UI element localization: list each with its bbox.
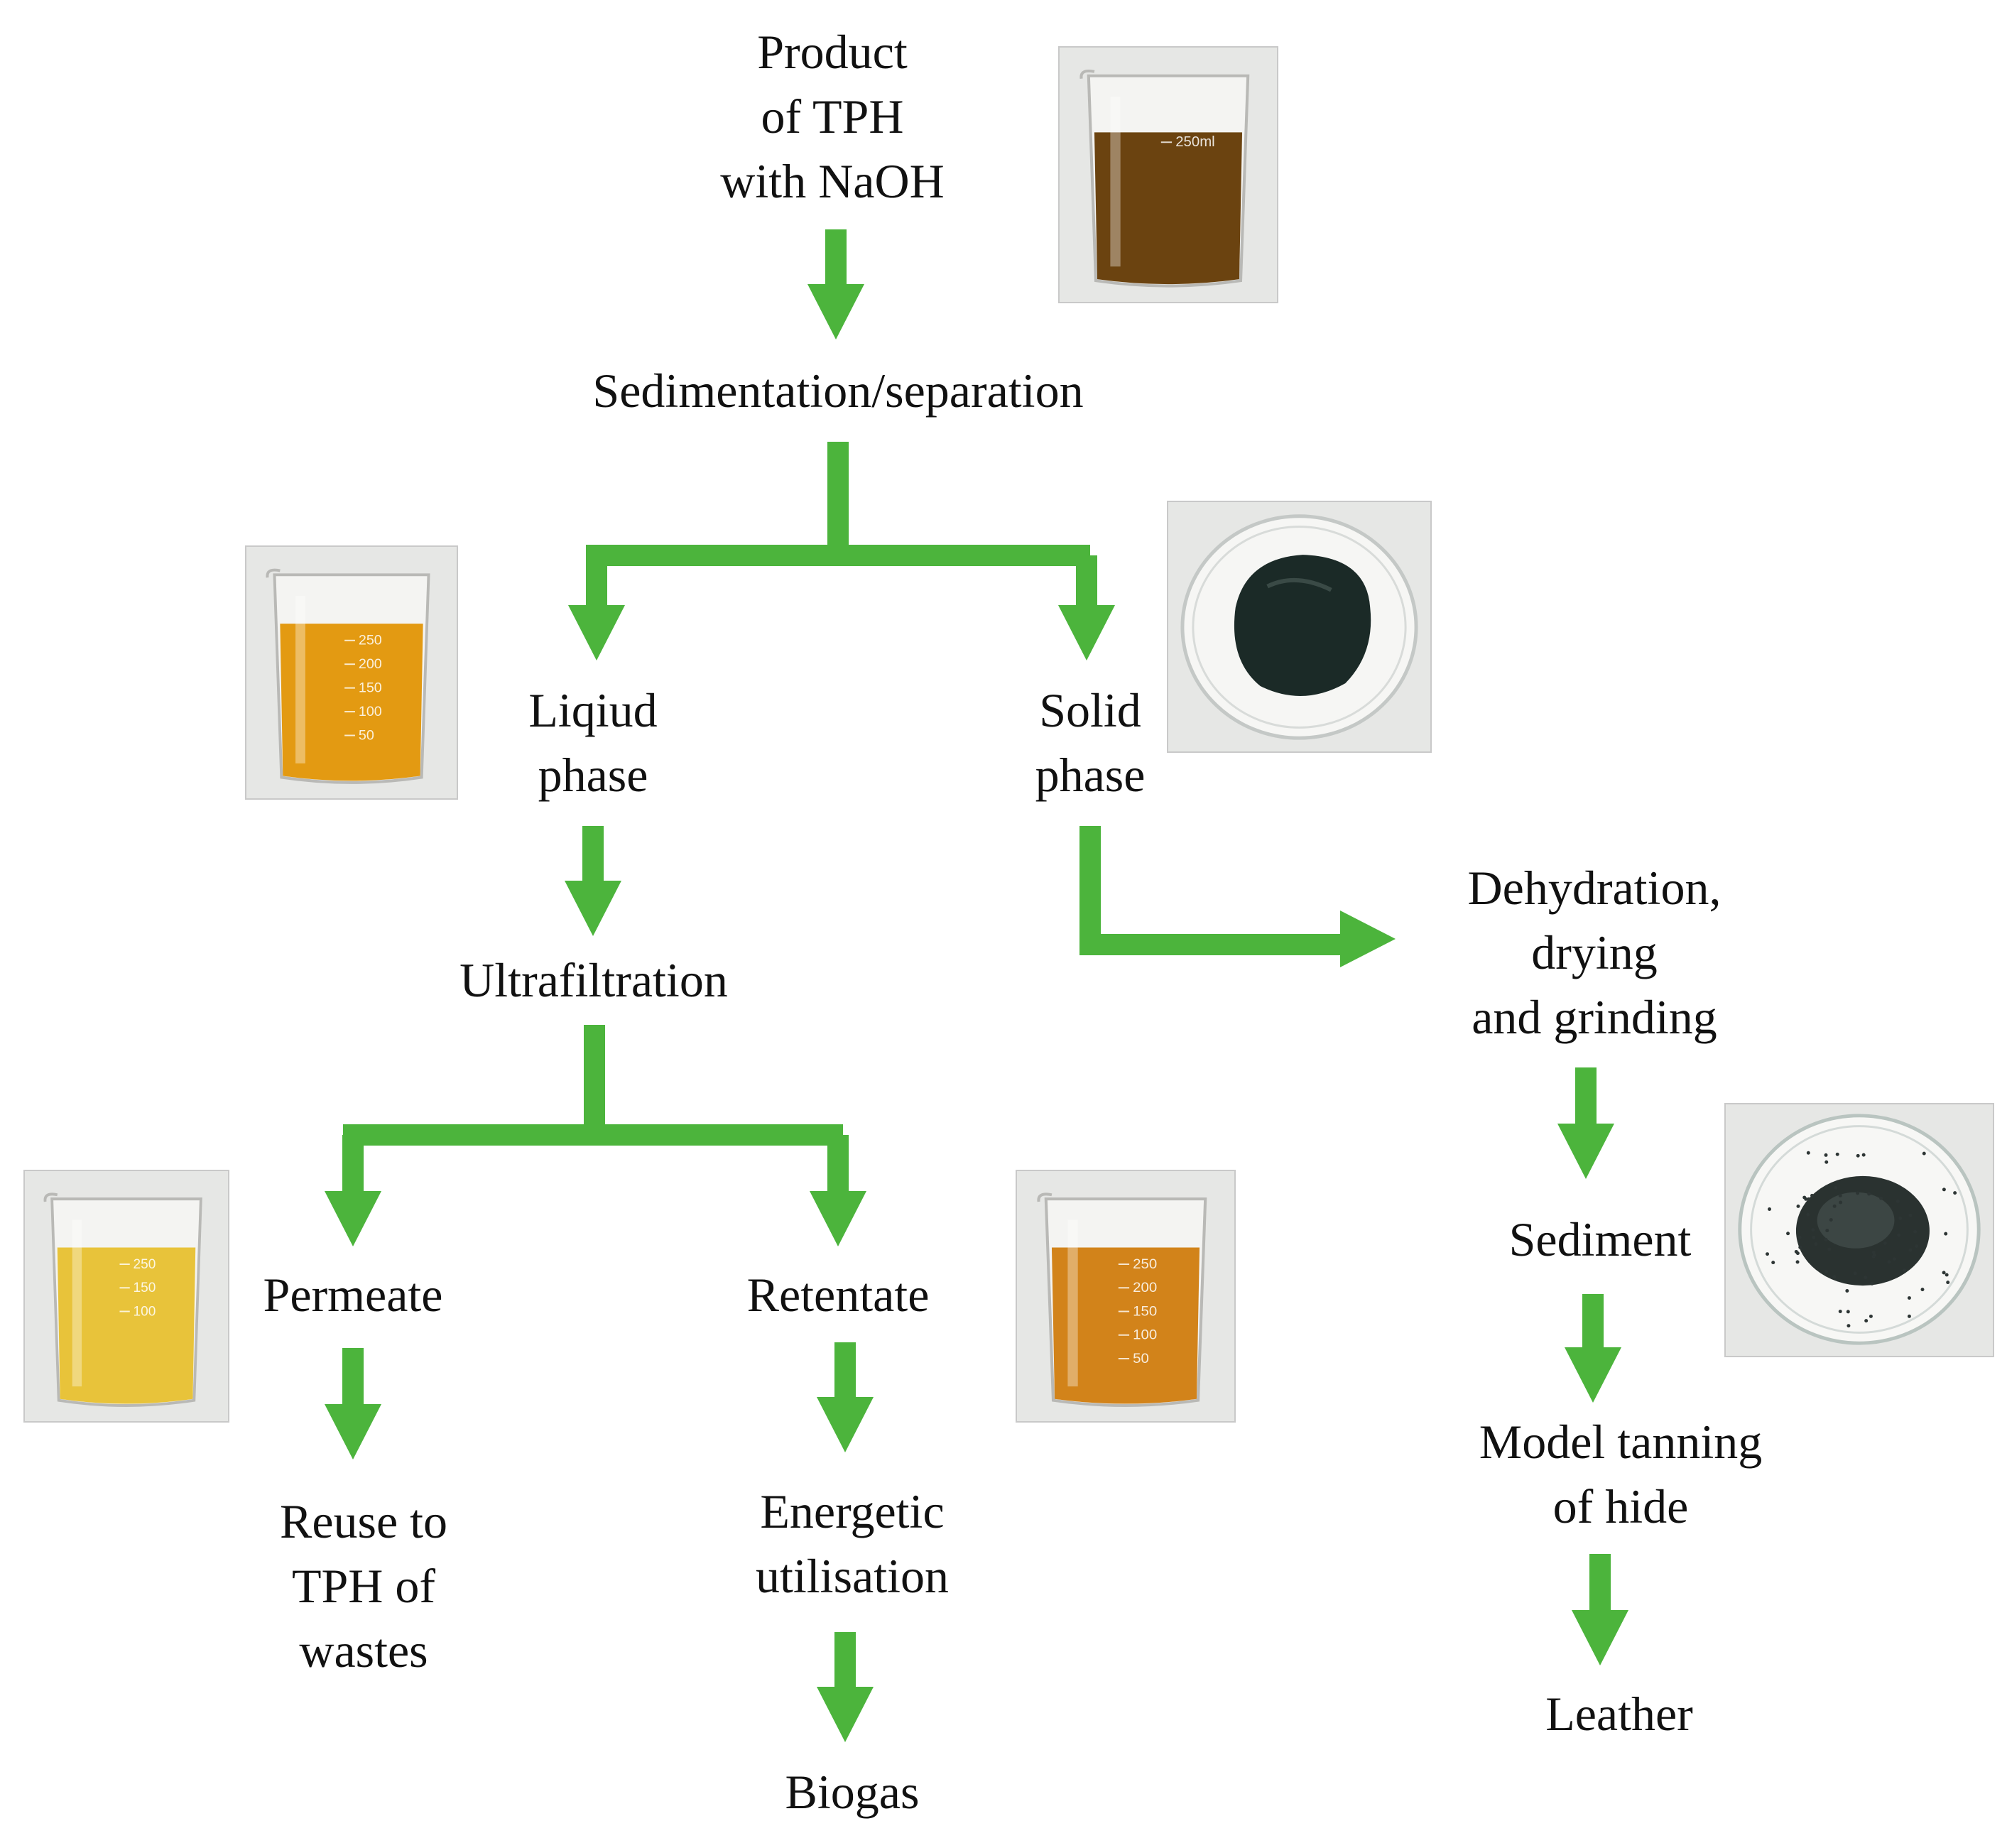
- solid-phase-dish-photo: [1167, 501, 1432, 753]
- node-model-tanning-line: of hide: [1552, 1479, 1689, 1533]
- svg-text:100: 100: [134, 1304, 156, 1319]
- svg-text:100: 100: [359, 704, 382, 719]
- beaker-illustration: 250ml: [1060, 48, 1277, 302]
- node-energetic: Energetic utilisation: [756, 1479, 949, 1609]
- node-energetic-line: utilisation: [756, 1549, 949, 1603]
- liquid-phase-beaker-photo: 250 200 150 100 50: [245, 545, 458, 800]
- node-product-line: Product: [757, 25, 908, 79]
- node-leather: Leather: [1545, 1682, 1693, 1746]
- node-retentate: Retentate: [747, 1263, 930, 1327]
- svg-text:200: 200: [359, 656, 382, 672]
- node-sedimentation: Sedimentation/separation: [592, 359, 1083, 423]
- arrow-to-retentate-head: [810, 1191, 866, 1246]
- node-product-line: with NaOH: [720, 154, 945, 208]
- svg-text:50: 50: [1133, 1351, 1149, 1366]
- node-liquid-phase-line: phase: [538, 748, 648, 802]
- petri-dish-illustration: [1726, 1104, 1993, 1356]
- beaker-illustration: 250 150 100: [25, 1171, 228, 1421]
- svg-text:250: 250: [1133, 1256, 1157, 1272]
- node-solid-phase-line: phase: [1035, 748, 1146, 802]
- arrow-solid-to-dehydration-head: [1340, 911, 1396, 967]
- node-biogas-line: Biogas: [785, 1765, 920, 1819]
- svg-text:100: 100: [1133, 1327, 1157, 1343]
- arrow-permeate-to-reuse-head: [325, 1404, 381, 1460]
- node-dehydration-line: Dehydration,: [1467, 861, 1722, 915]
- arrow-to-permeate-head: [325, 1191, 381, 1246]
- node-solid-phase-line: Solid: [1039, 683, 1141, 737]
- node-retentate-line: Retentate: [746, 1268, 930, 1322]
- node-reuse-line: wastes: [299, 1624, 428, 1678]
- svg-text:50: 50: [359, 727, 374, 743]
- arrow-to-solid-phase-head: [1058, 605, 1115, 661]
- node-ultrafiltration: Ultrafiltration: [459, 948, 728, 1013]
- svg-text:200: 200: [1133, 1280, 1157, 1295]
- node-product: Product of TPH with NaOH: [720, 20, 944, 214]
- node-sediment: Sediment: [1509, 1207, 1692, 1272]
- svg-text:150: 150: [134, 1281, 156, 1295]
- svg-text:150: 150: [1133, 1304, 1157, 1320]
- node-model-tanning: Model tanning of hide: [1479, 1410, 1763, 1539]
- node-biogas: Biogas: [785, 1760, 920, 1825]
- arrow-product-to-sedimentation-head: [807, 284, 864, 339]
- arrow-model-tanning-to-leather-head: [1572, 1610, 1628, 1665]
- node-liquid-phase-line: Liqiud: [528, 683, 658, 737]
- svg-text:250: 250: [359, 633, 382, 648]
- node-dehydration: Dehydration, drying and grinding: [1468, 856, 1722, 1050]
- node-leather-line: Leather: [1545, 1687, 1693, 1741]
- node-energetic-line: Energetic: [760, 1484, 945, 1538]
- node-product-line: of TPH: [761, 89, 904, 143]
- beaker-illustration: 250 200 150 100 50: [246, 547, 457, 798]
- arrow-liquid-to-ultrafiltration-head: [565, 881, 621, 936]
- svg-text:250ml: 250ml: [1175, 134, 1215, 150]
- node-solid-phase: Solid phase: [1035, 678, 1146, 808]
- node-model-tanning-line: Model tanning: [1479, 1415, 1763, 1469]
- node-reuse: Reuse to TPH of wastes: [280, 1489, 447, 1683]
- svg-text:150: 150: [359, 680, 382, 696]
- arrow-solid-to-dehydration-shaft: [1079, 826, 1342, 955]
- node-reuse-line: Reuse to: [279, 1494, 448, 1548]
- petri-dish-illustration: [1168, 502, 1430, 751]
- arrow-energetic-to-biogas-head: [817, 1687, 874, 1742]
- arrow-dehydration-to-sediment-head: [1557, 1124, 1614, 1179]
- node-permeate: Permeate: [263, 1263, 443, 1327]
- node-dehydration-line: and grinding: [1472, 990, 1717, 1044]
- retentate-beaker-photo: 250 200 150 100 50: [1016, 1170, 1236, 1423]
- node-dehydration-line: drying: [1531, 925, 1658, 979]
- permeate-beaker-photo: 250 150 100: [23, 1170, 229, 1423]
- beaker-illustration: 250 200 150 100 50: [1017, 1171, 1234, 1421]
- node-ultrafiltration-line: Ultrafiltration: [459, 953, 728, 1007]
- node-sediment-line: Sediment: [1508, 1212, 1692, 1266]
- product-beaker-photo: 250ml: [1058, 46, 1278, 303]
- node-sedimentation-line: Sedimentation/separation: [592, 364, 1084, 418]
- node-liquid-phase: Liqiud phase: [528, 678, 657, 808]
- arrow-retentate-to-energetic-head: [817, 1397, 874, 1452]
- node-reuse-line: TPH of: [291, 1559, 436, 1613]
- svg-text:250: 250: [134, 1257, 156, 1272]
- arrow-to-liquid-phase-head: [568, 605, 625, 661]
- sediment-dish-photo: [1724, 1103, 1994, 1357]
- arrow-sediment-to-model-tanning-head: [1565, 1347, 1621, 1403]
- node-permeate-line: Permeate: [263, 1268, 443, 1322]
